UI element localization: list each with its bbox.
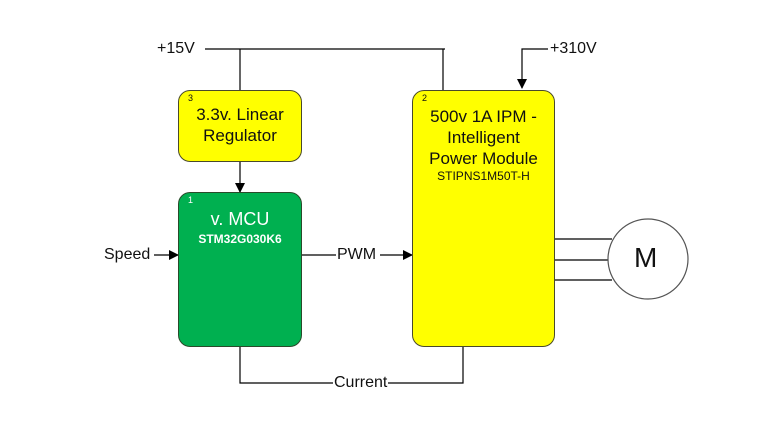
block-number: 3	[188, 93, 194, 103]
motor-label: M	[634, 242, 658, 273]
mcu-part-number: STM32G030K6	[198, 232, 282, 246]
regulator-title-line-1: 3.3v. Linear	[196, 105, 284, 124]
rail-15v-label: +15V	[156, 40, 196, 58]
block-number: 1	[188, 195, 194, 205]
regulator-block[interactable]: 3 3.3v. Linear Regulator	[178, 90, 302, 162]
ipm-part-number: STIPNS1M50T-H	[437, 169, 530, 183]
block-number: 2	[422, 93, 428, 103]
speed-label: Speed	[103, 246, 152, 264]
current-label: Current	[333, 374, 389, 392]
ipm-title-line-3: Power Module	[429, 149, 538, 168]
rail-310v-line	[517, 48, 548, 89]
ipm-block[interactable]: 2 500v 1A IPM - Intelligent Power Module…	[412, 90, 555, 347]
rail-310v-label: +310V	[549, 40, 598, 58]
pwm-label: PWM	[336, 246, 378, 264]
regulator-title-line-2: Regulator	[203, 126, 277, 145]
mcu-block[interactable]: 1 v. MCU STM32G030K6	[178, 192, 302, 347]
mcu-title: v. MCU	[210, 209, 270, 229]
ipm-title-line-2: Intelligent	[447, 128, 520, 147]
ipm-title-line-1: 500v 1A IPM -	[430, 107, 537, 126]
motor-circle	[607, 218, 689, 300]
